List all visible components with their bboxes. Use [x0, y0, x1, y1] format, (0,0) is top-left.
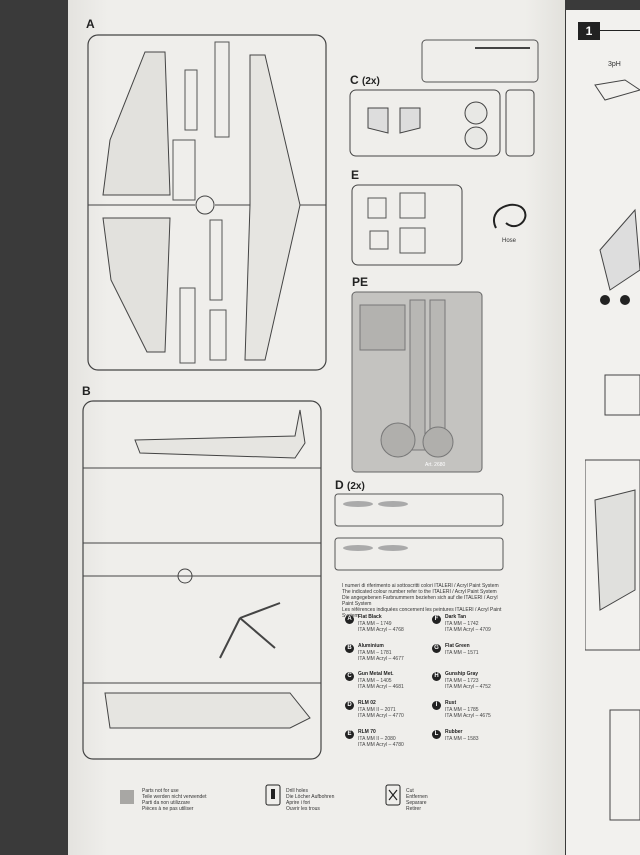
pe-fret-text: Art. 2680: [425, 462, 446, 468]
not-for-use-en: Parts not for use: [142, 788, 179, 794]
sprue-d-label: D (2x): [335, 478, 365, 492]
not-for-use-de: Teile werden nicht verwendet: [142, 794, 207, 800]
color-name: Flat Green: [445, 643, 470, 649]
sprue-a-diagram: [87, 34, 327, 371]
step-part-label: 3pH: [608, 61, 621, 68]
not-for-use-fr: Pièces à ne pas utiliser: [142, 806, 194, 812]
color-key-badge: G: [432, 644, 441, 653]
color-key-badge: F: [432, 615, 441, 624]
color-name: Rubber: [445, 729, 463, 735]
drill-it: Aprire i fori: [286, 800, 311, 806]
color-key-badge: A: [345, 615, 354, 624]
color-code: ITA MM II – 2080: [358, 736, 396, 742]
cut-it: Separare: [406, 800, 427, 806]
cut-text: Cut Entfernen Separare Retirer: [406, 788, 466, 812]
step-header-rule: [600, 30, 640, 31]
color-name: Gunship Gray: [445, 671, 479, 677]
not-for-use-text: Parts not for use Teile werden nicht ver…: [142, 788, 232, 812]
color-code: ITA MM – 1749: [358, 621, 392, 627]
sprue-e-label: E: [351, 168, 360, 182]
sprue-d-count: (2x): [347, 481, 365, 492]
color-code: ITA MM II – 2071: [358, 707, 396, 713]
drill-fr: Ouvrir les trous: [286, 806, 320, 812]
sprue-e-diagram: [351, 184, 463, 266]
color-code-acryl: ITA MM Acryl – 4752: [445, 684, 491, 690]
sprue-c-diagram: [349, 89, 535, 157]
not-for-use-swatch: [120, 790, 134, 804]
color-code-acryl: ITA MM Acryl – 4780: [358, 742, 404, 748]
color-key-badge: E: [345, 730, 354, 739]
color-code-acryl: ITA MM Acryl – 4709: [445, 627, 491, 633]
sprue-c-letter: C: [350, 73, 359, 87]
color-key-badge: C: [345, 672, 354, 681]
color-code: ITA MM – 1583: [445, 736, 479, 742]
color-code-acryl: ITA MM Acryl – 4770: [358, 713, 404, 719]
color-name: Flat Black: [358, 614, 382, 620]
color-key-badge: I: [432, 701, 441, 710]
color-name: Dark Tan: [445, 614, 467, 620]
drill-en: Drill holes: [286, 788, 308, 794]
assembly-step-diagram: [585, 79, 640, 821]
color-code: ITA MM – 1785: [445, 707, 479, 713]
sprue-a-label: A: [86, 17, 95, 31]
cut-fr: Retirer: [406, 806, 422, 812]
color-name: Rust: [445, 700, 457, 706]
color-name: Gun Metal Met.: [358, 671, 394, 677]
hose-illustration: [493, 203, 527, 229]
cut-de: Entfernen: [406, 794, 428, 800]
color-code: ITA MM – 1742: [445, 621, 479, 627]
sprue-d-diagram: [334, 493, 504, 571]
color-code-acryl: ITA MM Acryl – 4677: [358, 656, 404, 662]
color-code: ITA MM – 1405: [358, 678, 392, 684]
paint-intro-de: Die angegebenen Farbnummern beziehen sic…: [342, 595, 498, 607]
step-number-badge: 1: [578, 22, 600, 40]
color-name: Aluminium: [358, 643, 384, 649]
color-key-badge: H: [432, 672, 441, 681]
sprue-b-label: B: [82, 384, 91, 398]
paint-intro-en: The indicated colour number refer to the…: [342, 589, 497, 595]
pe-label: PE: [352, 275, 369, 289]
sprue-c-count: (2x): [362, 76, 380, 87]
color-code-acryl: ITA MM Acryl – 4681: [358, 684, 404, 690]
color-code-acryl: ITA MM Acryl – 4768: [358, 627, 404, 633]
color-key-badge: L: [432, 730, 441, 739]
color-code-acryl: ITA MM Acryl – 4675: [445, 713, 491, 719]
not-for-use-it: Parti da non utilizzare: [142, 800, 191, 806]
color-name: RLM 70: [358, 729, 376, 735]
color-code: ITA MM – 1723: [445, 678, 479, 684]
color-key-badge: D: [345, 701, 354, 710]
color-name: RLM 02: [358, 700, 376, 706]
sprue-small-diagram: [421, 39, 539, 83]
cut-en: Cut: [406, 788, 414, 794]
photoetch-fret-diagram: [351, 291, 483, 473]
drill-holes-text: Drill holes Die Löcher Aufbohren Aprire …: [286, 788, 366, 812]
instruction-page-right: [566, 10, 640, 855]
drill-de: Die Löcher Aufbohren: [286, 794, 335, 800]
sprue-b-diagram: [82, 400, 322, 760]
paint-intro-it: I numeri di riferimento ai sottoscritti …: [342, 583, 499, 589]
cut-icon: [385, 784, 401, 806]
drill-icon: [265, 784, 281, 806]
sprue-c-label: C (2x): [350, 73, 380, 87]
color-code: ITA MM – 1781: [358, 650, 392, 656]
color-code: ITA MM – 1571: [445, 650, 479, 656]
hose-label: Hose: [502, 238, 517, 244]
color-key-badge: B: [345, 644, 354, 653]
sprue-d-letter: D: [335, 478, 344, 492]
